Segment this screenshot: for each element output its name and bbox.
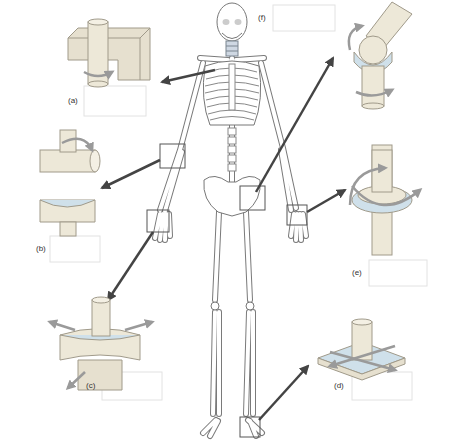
part-letter: (e): [352, 268, 362, 278]
part-letter: (d): [334, 381, 344, 391]
part-letter: (a): [68, 96, 78, 106]
part-letter: (f): [258, 13, 266, 23]
part-letter: (b): [36, 244, 46, 254]
part-letter: (c): [86, 381, 95, 391]
